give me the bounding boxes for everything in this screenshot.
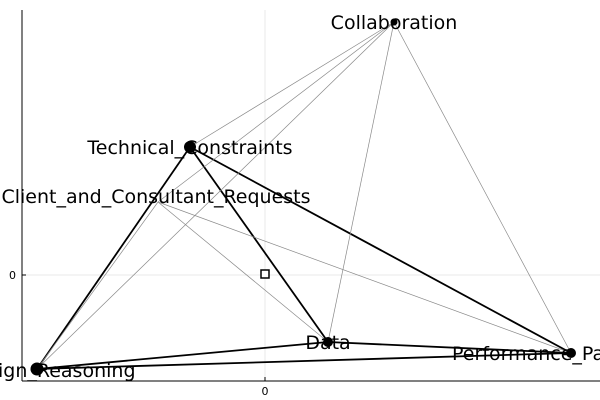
center-marker [260, 269, 270, 279]
y-tick-label-zero: 0 [9, 269, 16, 282]
node-label-data: Data [305, 332, 350, 354]
edge-collaboration-to-performance-parameters [393, 21, 572, 354]
edge-technical-constraints-to-performance-parameters [189, 146, 572, 354]
labels-layer: CollaborationTechnical_ConstraintsClient… [0, 12, 600, 382]
edges-layer [36, 21, 572, 370]
edge-technical-constraints-to-design-reasoning [36, 146, 191, 370]
node-data [323, 337, 333, 347]
plot-frame: 0 0 [9, 10, 600, 398]
edge-collaboration-to-data [327, 21, 395, 343]
node-label-performance-parameters: Performance_Pa [452, 343, 600, 365]
edge-client-and-consultant-requests-to-design-reasoning [36, 201, 159, 370]
node-label-client-and-consultant-requests: Client_and_Consultant_Requests [1, 186, 310, 208]
node-technical-constraints [184, 141, 196, 153]
edge-design-reasoning-to-data [36, 341, 329, 370]
edge-design-reasoning-to-performance-parameters [36, 352, 572, 370]
edge-collaboration-to-technical-constraints [189, 21, 395, 148]
node-label-technical-constraints: Technical_Constraints [86, 137, 292, 159]
node-label-collaboration: Collaboration [331, 12, 458, 34]
node-label-design-reasoning: ign_Reasoning [0, 360, 136, 382]
edge-data-to-performance-parameters [327, 341, 572, 354]
edge-client-and-consultant-requests-to-performance-parameters [157, 201, 572, 354]
edge-client-and-consultant-requests-to-data [157, 201, 329, 343]
edge-technical-constraints-to-data [189, 146, 329, 343]
edge-collaboration-to-design-reasoning [36, 21, 395, 370]
node-design-reasoning [30, 362, 44, 376]
node-collaboration [390, 18, 398, 26]
nodes-layer [30, 18, 576, 376]
x-tick-label-zero: 0 [262, 385, 269, 398]
edge-collaboration-to-client-and-consultant-requests [157, 21, 395, 203]
node-performance-parameters [566, 348, 576, 358]
